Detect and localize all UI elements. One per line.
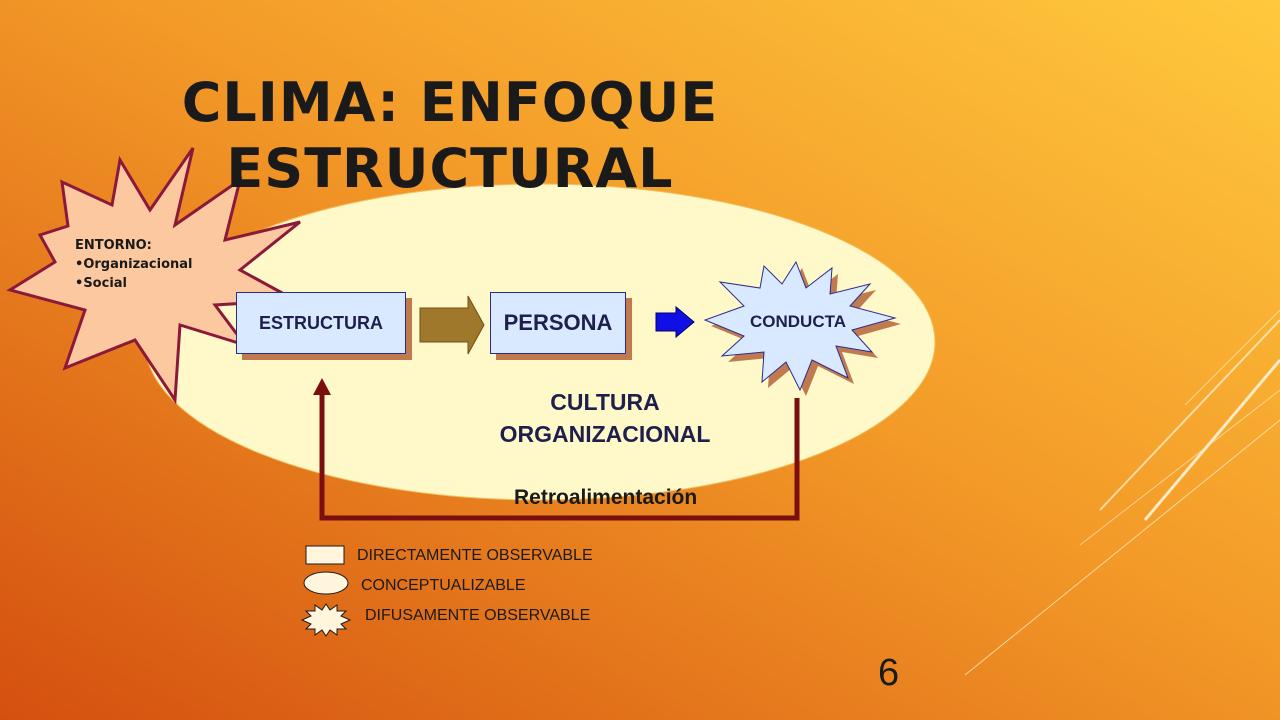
entorno-list: Organizacional Social [75, 255, 192, 293]
cultura-label: CULTURA ORGANIZACIONAL [470, 386, 740, 450]
cultura-line-1: CULTURA [550, 389, 660, 415]
arrow-estructura-persona [419, 295, 485, 355]
slide-title: CLIMA: ENFOQUE ESTRUCTURAL [150, 70, 750, 202]
legend-difuso-label: DIFUSAMENTE OBSERVABLE [365, 607, 591, 624]
legend-star-icon [300, 603, 352, 637]
title-line-1: CLIMA: ENFOQUE [181, 71, 719, 134]
entorno-item: Social [75, 274, 192, 293]
title-line-2: ESTRUCTURAL [226, 137, 674, 200]
entorno-item: Organizacional [75, 255, 192, 274]
entorno-label: ENTORNO: Organizacional Social [75, 236, 192, 293]
legend-rectangle-icon [305, 545, 345, 565]
conducta-star [703, 260, 901, 396]
legend-conceptual-label: CONCEPTUALIZABLE [361, 577, 526, 594]
estructura-box: ESTRUCTURA [236, 292, 406, 354]
feedback-label: Retroalimentación [514, 486, 698, 509]
arrow-persona-conducta [655, 305, 695, 339]
decorative-lines [964, 309, 1280, 676]
legend-directo-label: DIRECTAMENTE OBSERVABLE [357, 547, 593, 564]
estructura-label: ESTRUCTURA [259, 312, 383, 333]
feedback-arrow-head [313, 378, 331, 395]
legend-ellipse-icon [303, 571, 349, 595]
feedback-arrow [319, 392, 800, 521]
persona-box: PERSONA [490, 292, 626, 354]
cultura-line-2: ORGANIZACIONAL [499, 421, 711, 447]
persona-label: PERSONA [503, 310, 613, 335]
conducta-label: CONDUCTA [749, 312, 846, 331]
entorno-heading: ENTORNO: [75, 238, 152, 253]
page-number: 6 [878, 652, 900, 694]
